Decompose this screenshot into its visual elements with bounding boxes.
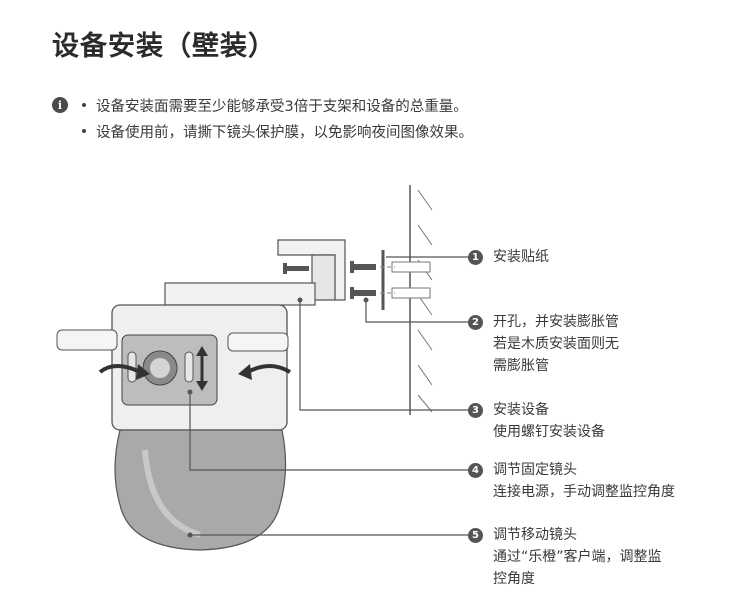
callout-line: 安装设备	[493, 402, 549, 418]
leader-dots	[187, 297, 369, 538]
number-badge: 5	[468, 528, 483, 543]
number-badge: 2	[468, 315, 483, 330]
callout-line: 使用螺钉安装设备	[493, 424, 605, 440]
bullet-dot	[82, 129, 86, 133]
wall-illustration	[381, 185, 433, 415]
leader-lines	[189, 256, 478, 536]
callout-3: 3 安装设备 使用螺钉安装设备	[468, 399, 713, 443]
callout-line: 需膨胀管	[493, 358, 549, 374]
camera-illustration	[56, 304, 292, 551]
number-badge: 4	[468, 463, 483, 478]
note-text: 设备安装面需要至少能够承受3倍于支架和设备的总重量。	[96, 98, 468, 115]
bracket-illustration	[164, 239, 346, 306]
note-text: 设备使用前，请撕下镜头保护膜，以免影响夜间图像效果。	[96, 124, 473, 141]
callout-line: 安装贴纸	[493, 249, 549, 265]
note-item: 设备使用前，请撕下镜头保护膜，以免影响夜间图像效果。	[52, 118, 473, 144]
callout-1: 1 安装贴纸	[468, 246, 713, 268]
notes-list: i 设备安装面需要至少能够承受3倍于支架和设备的总重量。 设备使用前，请撕下镜头…	[52, 92, 473, 144]
page-title: 设备安装（壁装）	[52, 31, 276, 62]
bullet-dot	[82, 103, 86, 107]
callout-line: 调节固定镜头	[493, 462, 577, 478]
callout-4: 4 调节固定镜头 连接电源，手动调整监控角度	[468, 459, 713, 503]
callout-5: 5 调节移动镜头 通过“乐橙”客户端，调整监 控角度	[468, 524, 713, 590]
number-badge: 3	[468, 403, 483, 418]
callout-line: 若是木质安装面则无	[493, 336, 619, 352]
callout-line: 连接电源，手动调整监控角度	[493, 484, 675, 500]
info-icon: i	[52, 97, 68, 113]
callout-line: 控角度	[493, 571, 535, 587]
callout-line: 调节移动镜头	[493, 527, 577, 543]
callout-line: 通过“乐橙”客户端，调整监	[493, 549, 662, 565]
number-badge: 1	[468, 250, 483, 265]
callout-line: 开孔，并安装膨胀管	[493, 314, 619, 330]
note-item: i 设备安装面需要至少能够承受3倍于支架和设备的总重量。	[52, 92, 473, 118]
callout-2: 2 开孔，并安装膨胀管 若是木质安装面则无 需膨胀管	[468, 311, 713, 377]
